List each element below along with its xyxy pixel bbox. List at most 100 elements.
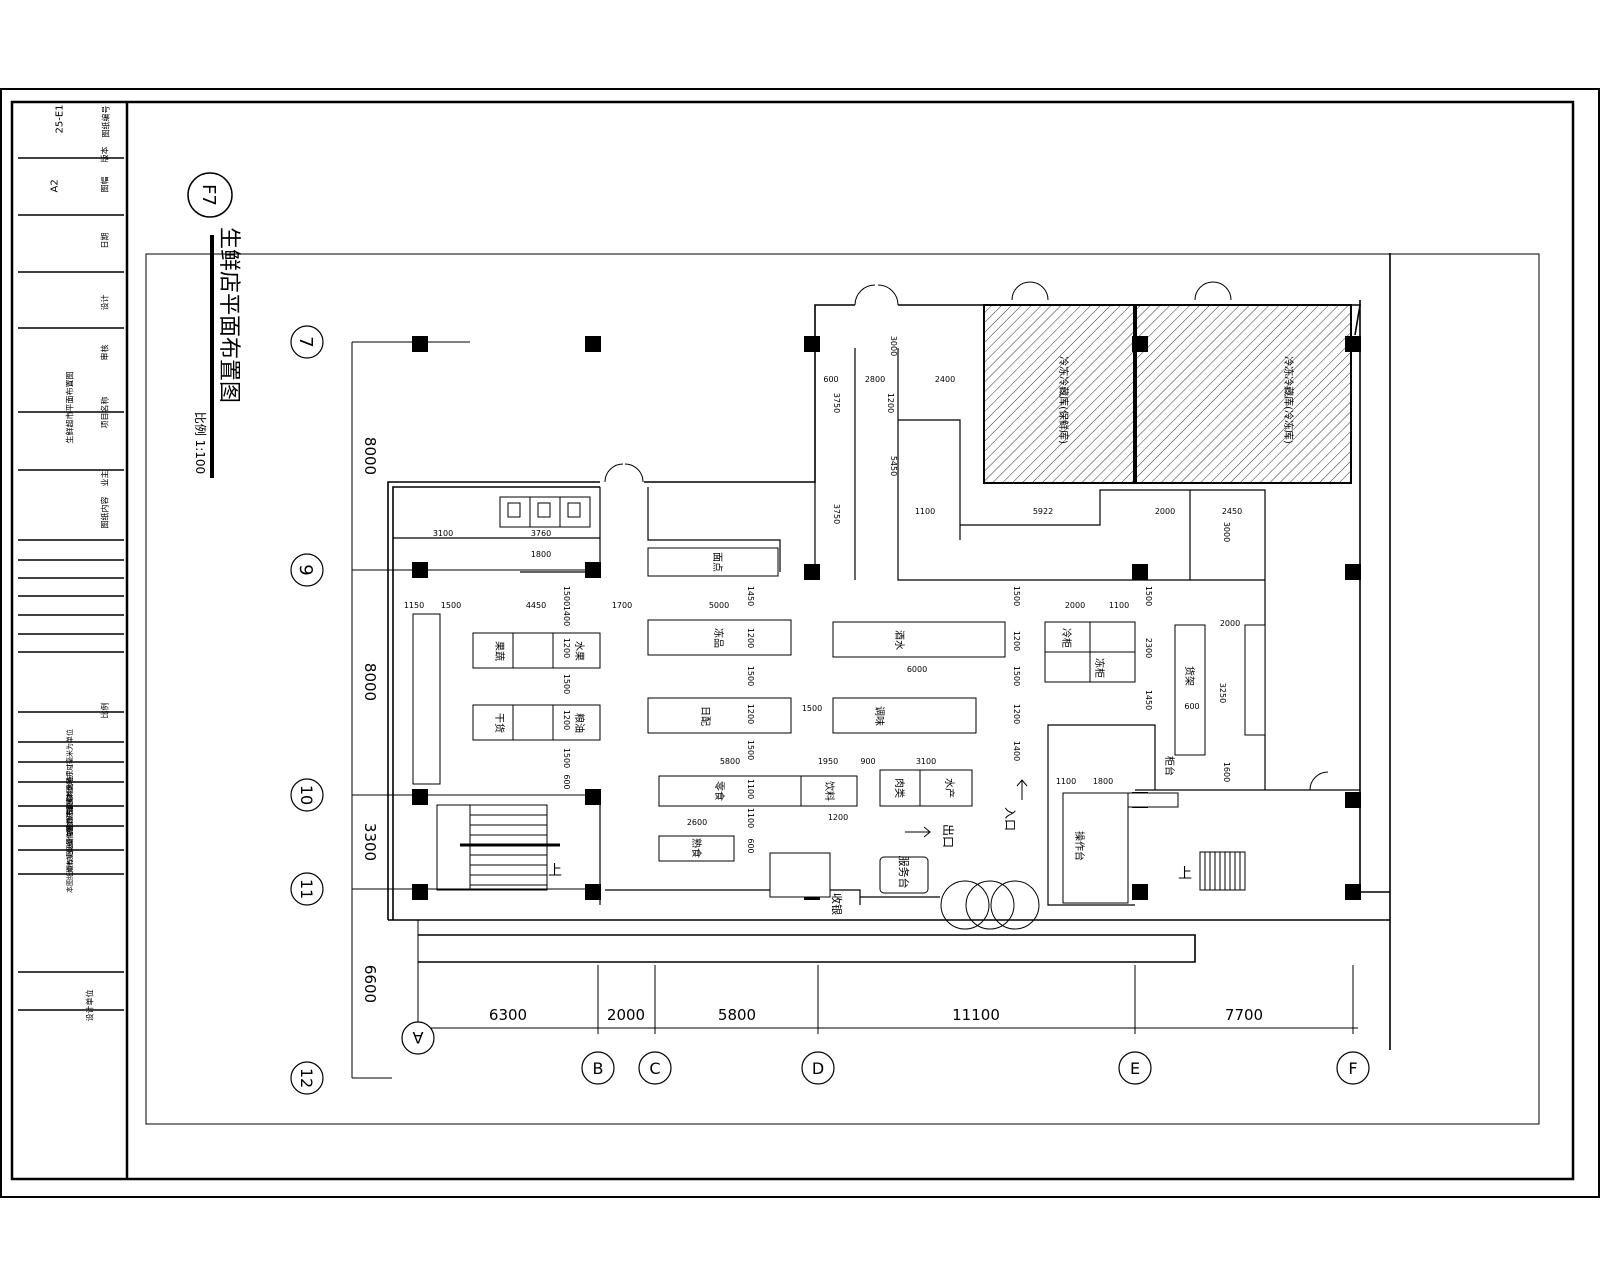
row-dim-2: 8000 [361, 663, 379, 701]
dim-label: 3750 [832, 393, 841, 413]
dim-label: 1950 [818, 757, 838, 766]
dim-label: 5800 [720, 757, 740, 766]
dim-label: 3100 [916, 757, 936, 766]
grid-col-label: D [812, 1059, 824, 1078]
dim-label: 1200 [746, 704, 755, 724]
inner-border [10, 100, 1575, 1181]
dim-label: 3250 [1218, 683, 1227, 703]
dim-label: 2000 [1065, 601, 1085, 610]
dim-label: 5450 [889, 456, 898, 476]
dim-label: 1100 [746, 808, 755, 828]
grid-row-label: 7 [295, 336, 316, 347]
fixture-label: 水果 [573, 641, 585, 661]
toilet-cubicles [499, 496, 591, 528]
dim-label: 600 [1184, 702, 1199, 711]
dim-label: 5000 [709, 601, 729, 610]
grid-col-label: A [412, 1028, 423, 1047]
dim-label: 1600 [1222, 762, 1231, 782]
grid-col-e: E [1118, 1051, 1152, 1085]
dim-label: 2000 [1155, 507, 1175, 516]
entrance-label: 入口 [1003, 807, 1017, 831]
col-dim-5: 7700 [1225, 1006, 1263, 1024]
grid-row-label: 11 [297, 879, 316, 899]
fixture-gondola [832, 697, 977, 734]
fixture-labels: 果蔬 水果 干货 粮油 冻品 日配 酒水 调味 零食 饮料 肉类 水产 熟食 面… [493, 552, 1196, 861]
dim-label: 1450 [746, 586, 755, 606]
fixture-label: 干货 [493, 713, 506, 733]
dim-label: 6000 [907, 665, 927, 674]
grid-col-b: B [581, 1051, 615, 1085]
dim-label: 1200 [1012, 631, 1021, 651]
dim-label: 3750 [832, 504, 841, 524]
dim-label: 2000 [1220, 619, 1240, 628]
fixture-wall-case [1174, 624, 1206, 756]
cashier-label: 收银 [830, 893, 844, 915]
dim-label: 1500 [562, 674, 571, 694]
dim-label: 1100 [1109, 601, 1129, 610]
grid-col-label: E [1130, 1059, 1140, 1078]
fixture-sink [1244, 624, 1266, 736]
dim-label: 1100 [746, 779, 755, 799]
grid-row-7: 7 [290, 325, 324, 359]
dim-label: 1400 [562, 606, 571, 626]
dim-label: 4450 [526, 601, 546, 610]
structural-columns [412, 336, 1361, 900]
grid-row-10: 10 [290, 778, 324, 812]
grid-col-d: D [801, 1051, 835, 1085]
fixture-gondola [879, 769, 973, 807]
dim-label: 1800 [1093, 777, 1113, 786]
grid-row-12: 12 [290, 1061, 324, 1095]
dim-label: 1100 [1056, 777, 1076, 786]
dim-label: 3000 [1222, 522, 1231, 542]
dim-label: 2400 [935, 375, 955, 384]
drawing-badge [187, 172, 233, 218]
fixture-label: 冷柜 [1060, 628, 1073, 648]
dim-label: 1500 [746, 666, 755, 686]
dim-label: 5922 [1033, 507, 1053, 516]
dim-label: 2300 [1144, 638, 1153, 658]
title-block-rules [18, 157, 124, 1011]
dim-label: 1200 [562, 710, 571, 730]
row-dim-3: 3300 [361, 823, 379, 861]
fixture-label: 水产 [943, 778, 956, 798]
grid-col-c: C [638, 1051, 672, 1085]
stairs-right [1199, 851, 1246, 891]
grid-col-label: C [649, 1059, 660, 1078]
dim-label: 1500 [746, 740, 755, 760]
outer-border [0, 88, 1600, 1198]
dim-label: 1200 [746, 628, 755, 648]
dim-label: 1500 [802, 704, 822, 713]
dimension-texts: 3100 3760 1800 1150 1500 4450 1700 5000 … [404, 336, 1242, 854]
dim-label: 1800 [531, 550, 551, 559]
row-dim-1: 8000 [361, 437, 379, 475]
dim-label: 1200 [886, 393, 895, 413]
cashier-booth [769, 852, 831, 898]
dim-label: 1500 [441, 601, 461, 610]
stairs-right-label: 上 [1178, 866, 1192, 882]
dim-label: 1450 [1144, 690, 1153, 710]
fixture-gondola [647, 619, 792, 656]
stairs-left-label: 上 [548, 863, 562, 879]
grid-col-label: B [593, 1059, 604, 1078]
dim-label: 3760 [531, 529, 551, 538]
dim-label: 1200 [828, 813, 848, 822]
exterior-walls [387, 253, 1391, 1050]
dim-label: 1500 [1012, 666, 1021, 686]
fixture-label: 日配 [699, 706, 711, 726]
dim-label: 2600 [687, 818, 707, 827]
fixture-prep-counter [647, 547, 779, 577]
fixture-label: 零食 [713, 781, 726, 801]
grid-row-label: 12 [297, 1068, 316, 1088]
dim-label: 1400 [1012, 741, 1021, 761]
dim-label: 1500 [562, 748, 571, 768]
grid-col-a: A [401, 1021, 435, 1055]
service-desk [879, 856, 929, 894]
row-dim-4: 6600 [361, 965, 379, 1003]
fixture-label: 肉类 [893, 778, 906, 798]
fixture-label: 酒水 [893, 630, 905, 650]
dim-label: 900 [860, 757, 875, 766]
cold-store-1 [983, 304, 1135, 484]
dim-label: 1500 [1144, 586, 1153, 606]
fixture-label: 冻柜 [1093, 658, 1106, 678]
